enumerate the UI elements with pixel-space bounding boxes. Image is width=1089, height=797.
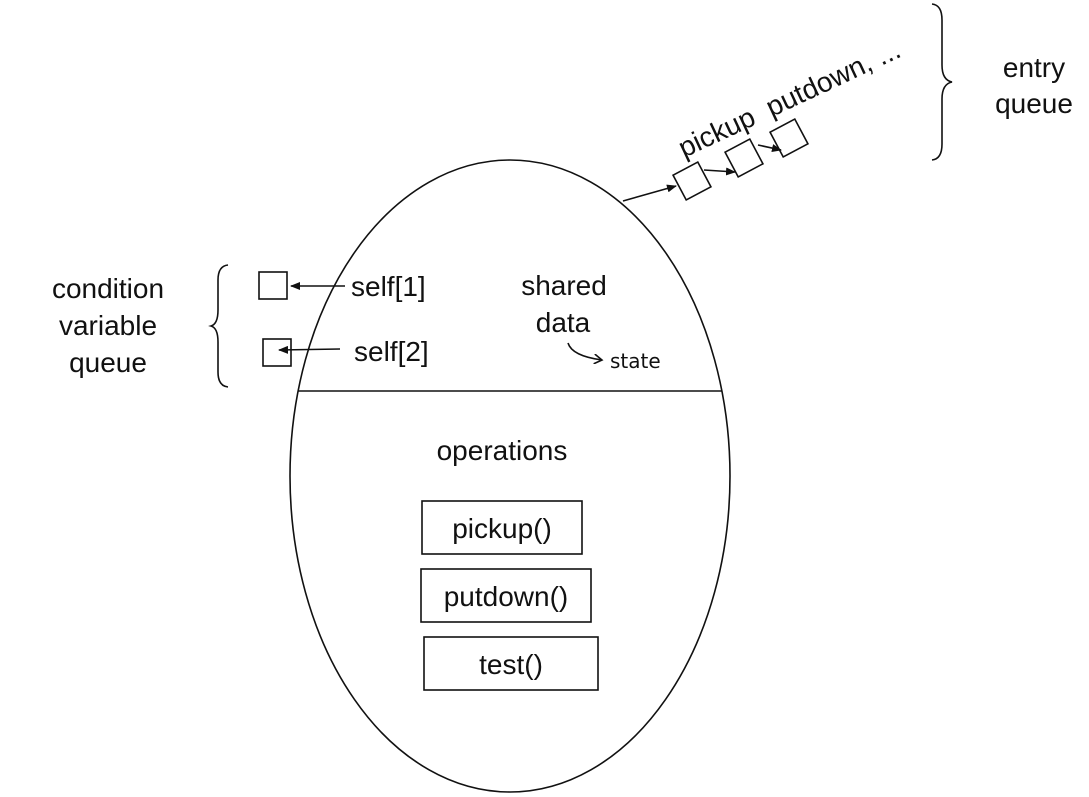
entry-arrow: [622, 184, 677, 202]
operation-box-pickup: [421, 500, 583, 555]
entry-queue-box-3: [768, 117, 810, 159]
operations-title: operations: [437, 435, 568, 466]
state-label: state: [610, 349, 661, 373]
condition-queue-label-2: variable: [59, 310, 157, 341]
self2-arrow: [278, 345, 341, 354]
shared-data-label-2: data: [536, 307, 591, 338]
operation-label-putdown: putdown(): [444, 581, 569, 612]
self1-label: self[1]: [351, 271, 426, 302]
operation-label-test: test(): [479, 649, 543, 680]
monitor-ellipse: [289, 159, 731, 793]
entry-link-2: [757, 144, 782, 152]
condition-queue-label-3: queue: [69, 347, 147, 378]
condition-queue-box-1: [258, 271, 288, 300]
entry-link-1: [703, 167, 736, 176]
condition-queue-label-1: condition: [52, 273, 164, 304]
state-arrow: [567, 342, 602, 360]
condition-queue-box-2: [262, 338, 292, 367]
shared-data-label-1: shared: [521, 270, 607, 301]
condition-queue-brace: [208, 264, 229, 388]
entry-queue-brace: [931, 3, 953, 161]
self2-label: self[2]: [354, 336, 429, 367]
entry-queue-label-1: entry: [1003, 52, 1065, 83]
operation-box-test: [423, 636, 599, 691]
entry-queue-box-1: [671, 160, 713, 202]
operation-box-putdown: [420, 568, 592, 623]
operation-label-pickup: pickup(): [452, 513, 552, 544]
entry-queue-label-2: queue: [995, 88, 1073, 119]
